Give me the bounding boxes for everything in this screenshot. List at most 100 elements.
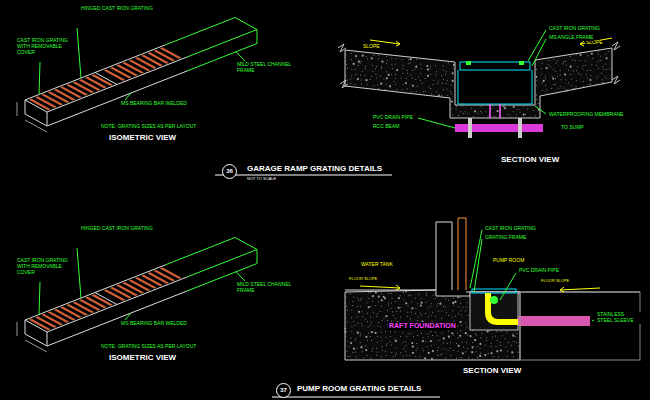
concrete-stipple <box>361 79 362 80</box>
concrete-stipple <box>391 64 392 65</box>
concrete-stipple <box>395 338 396 339</box>
concrete-stipple <box>378 295 380 297</box>
concrete-stipple <box>543 80 545 82</box>
concrete-stipple <box>362 326 363 327</box>
concrete-stipple <box>417 303 418 304</box>
concrete-stipple <box>466 327 467 328</box>
concrete-stipple <box>497 340 498 341</box>
concrete-stipple <box>600 56 601 57</box>
concrete-stipple <box>415 298 416 299</box>
concrete-stipple <box>410 318 411 319</box>
concrete-stipple <box>496 350 498 352</box>
concrete-outline <box>345 290 520 360</box>
concrete-stipple <box>471 108 472 109</box>
concrete-stipple <box>357 65 358 66</box>
concrete-stipple <box>438 95 440 97</box>
concrete-stipple <box>513 356 514 357</box>
concrete-stipple <box>480 353 481 354</box>
concrete-stipple <box>425 91 426 92</box>
concrete-stipple <box>374 332 376 334</box>
pipe-fitting <box>490 296 498 304</box>
concrete-stipple <box>396 311 397 312</box>
concrete-stipple <box>513 341 514 342</box>
view-title: RAFT FOUNDATION <box>388 322 457 330</box>
concrete-stipple <box>428 59 429 60</box>
concrete-stipple <box>420 80 421 81</box>
concrete-stipple <box>460 303 461 304</box>
concrete-stipple <box>560 86 561 87</box>
view-title: SECTION VIEW <box>500 155 560 164</box>
concrete-stipple <box>435 65 436 66</box>
concrete-stipple <box>526 105 527 106</box>
concrete-stipple <box>463 113 464 114</box>
concrete-stipple <box>411 342 413 344</box>
concrete-stipple <box>446 88 447 89</box>
callout-label: PVC DRAIN PIPE <box>372 115 414 121</box>
concrete-stipple <box>411 74 412 75</box>
concrete-stipple <box>362 71 363 72</box>
concrete-stipple <box>353 321 354 322</box>
concrete-stipple <box>506 331 507 332</box>
concrete-stipple <box>606 69 607 70</box>
concrete-stipple <box>512 333 513 334</box>
concrete-stipple <box>381 68 382 69</box>
garage-section <box>338 30 620 138</box>
concrete-stipple <box>578 73 579 74</box>
concrete-stipple <box>488 115 489 116</box>
concrete-stipple <box>372 295 374 297</box>
concrete-stipple <box>500 349 502 351</box>
callout-label: CAST IRON GRATING <box>548 26 601 32</box>
concrete-stipple <box>360 306 361 307</box>
concrete-stipple <box>344 328 346 330</box>
concrete-stipple <box>381 293 382 294</box>
concrete-stipple <box>598 61 599 62</box>
concrete-stipple <box>345 336 346 337</box>
concrete-stipple <box>468 315 469 316</box>
callout-label: PUMP ROOM <box>492 258 525 264</box>
concrete-stipple <box>405 351 406 352</box>
concrete-stipple <box>457 332 458 333</box>
concrete-stipple <box>386 77 388 79</box>
callout-label: STAINLESS STEEL SLEEVE <box>596 312 642 324</box>
concrete-stipple <box>412 85 414 87</box>
concrete-stipple <box>455 108 456 109</box>
concrete-stipple <box>355 69 356 70</box>
concrete-stipple <box>384 297 386 299</box>
concrete-stipple <box>357 316 358 317</box>
pit-floor <box>458 104 532 105</box>
concrete-stipple <box>381 66 382 67</box>
bearing-bar <box>54 89 74 100</box>
concrete-stipple <box>410 355 411 356</box>
concrete-stipple <box>456 358 457 359</box>
concrete-stipple <box>395 340 397 342</box>
concrete-stipple <box>361 298 362 299</box>
concrete-stipple <box>445 307 446 308</box>
leader-line <box>592 320 594 321</box>
concrete-stipple <box>395 332 396 333</box>
concrete-stipple <box>378 55 379 56</box>
concrete-stipple <box>365 349 367 351</box>
bearing-bar <box>135 57 155 68</box>
concrete-stipple <box>580 74 581 75</box>
concrete-stipple <box>545 85 546 86</box>
callout-label: NOTE: GRATING SIZES AS PER LAYOUT <box>100 124 197 130</box>
concrete-stipple <box>375 68 376 69</box>
concrete-stipple <box>600 60 601 61</box>
concrete-stipple <box>576 70 577 71</box>
concrete-stipple <box>611 63 612 64</box>
concrete-stipple <box>407 88 408 89</box>
concrete-stipple <box>415 356 416 357</box>
concrete-stipple <box>351 331 352 332</box>
concrete-stipple <box>413 336 414 337</box>
channel-tail <box>235 238 257 264</box>
concrete-stipple <box>433 295 434 296</box>
view-title: GARAGE RAMP GRATING DETAILS <box>246 164 383 173</box>
concrete-stipple <box>345 75 346 76</box>
concrete-stipple <box>386 83 387 84</box>
concrete-stipple <box>388 74 390 76</box>
grating-cover <box>460 62 530 70</box>
concrete-stipple <box>556 63 557 64</box>
concrete-stipple <box>410 295 411 296</box>
concrete-stipple <box>441 310 442 311</box>
concrete-stipple <box>365 66 366 67</box>
